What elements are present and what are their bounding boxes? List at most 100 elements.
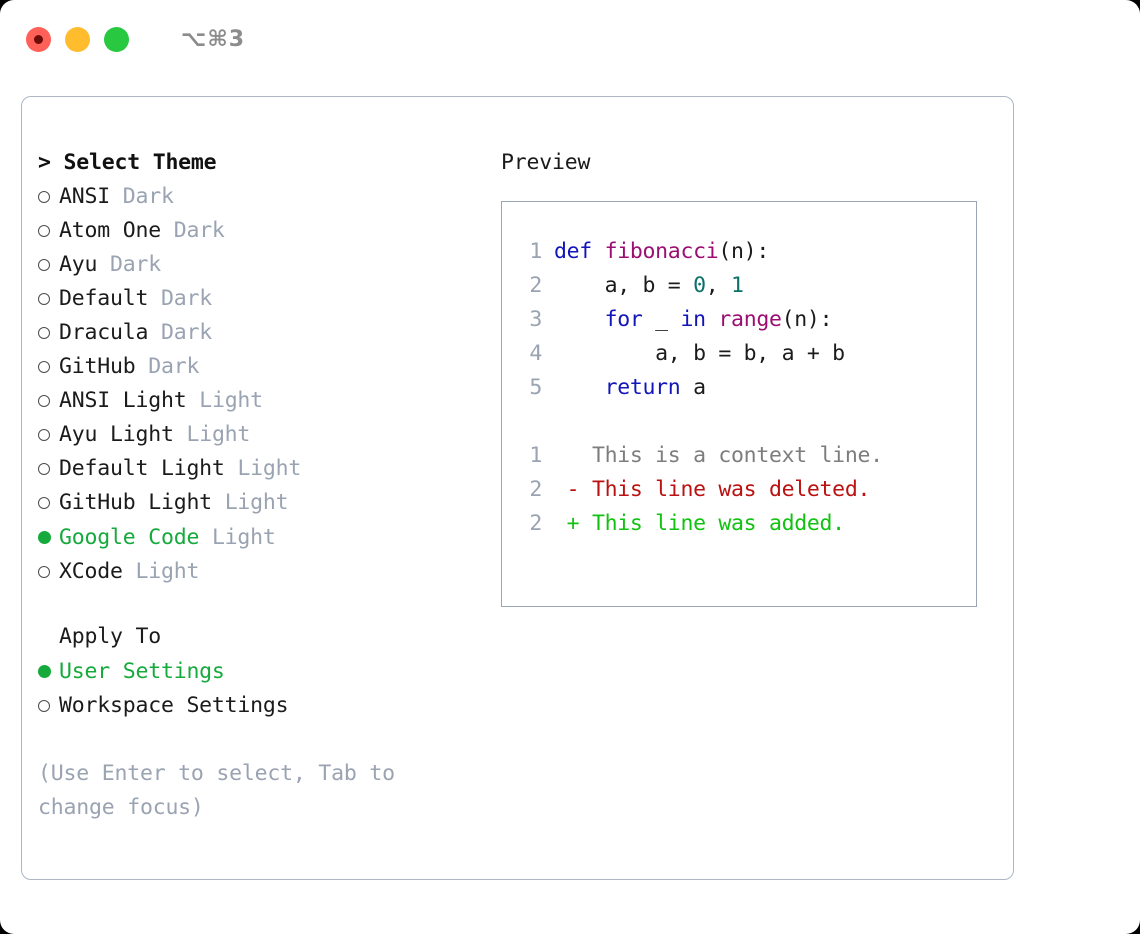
diff-line-text: This line was deleted.	[579, 477, 871, 502]
code-line-content: a, b = 0, 1	[554, 269, 744, 303]
label-spacer	[97, 248, 110, 282]
code-line: 4 a, b = b, a + b	[520, 337, 976, 371]
theme-variant-label: Dark	[109, 252, 161, 277]
code-line-content: return a	[554, 371, 706, 405]
apply-to-option-label: Workspace Settings	[59, 693, 289, 718]
theme-variant-label: Dark	[122, 184, 174, 209]
keyboard-hint-text: (Use Enter to select, Tab to change focu…	[38, 761, 395, 820]
code-token-kw: for	[604, 307, 643, 332]
code-token-plain	[554, 375, 605, 400]
theme-option-label: Google Code	[59, 525, 200, 550]
code-token-kw: in	[680, 307, 706, 332]
theme-option-ansi-light[interactable]: ANSI Light Light	[38, 384, 484, 418]
label-spacer	[135, 350, 148, 384]
radio-unselected-icon	[38, 384, 59, 407]
theme-option-label: Atom One	[59, 218, 161, 243]
label-spacer	[161, 214, 174, 248]
line-number: 3	[529, 307, 542, 332]
apply-to-header: Apply To	[59, 624, 161, 649]
theme-option-xcode[interactable]: XCode Light	[38, 555, 484, 589]
code-token-fn: range	[718, 307, 782, 332]
code-token-plain: _	[642, 307, 681, 332]
diff-line-content: This is a context line.	[554, 439, 883, 473]
code-line: 3 for _ in range(n):	[520, 303, 976, 337]
code-token-kw: def	[554, 239, 605, 264]
recording-dot-icon	[34, 34, 43, 44]
theme-variant-label: Dark	[148, 354, 200, 379]
theme-option-google-code[interactable]: Google Code Light	[38, 520, 484, 555]
diff-marker: -	[554, 477, 580, 502]
line-number: 5	[529, 375, 542, 400]
diff-line-content: - This line was deleted.	[554, 473, 871, 507]
diff-line-content: + This line was added.	[554, 507, 845, 541]
code-line-content: a, b = b, a + b	[554, 337, 845, 371]
code-diff-spacer	[520, 405, 976, 439]
diff-marker: +	[554, 511, 580, 536]
theme-option-github[interactable]: GitHub Dark	[38, 350, 484, 384]
radio-unselected-icon	[38, 555, 59, 578]
code-token-plain: ,	[705, 273, 732, 298]
code-token-num: 1	[731, 273, 744, 298]
theme-option-default-light[interactable]: Default Light Light	[38, 452, 484, 486]
line-number: 1	[529, 443, 542, 468]
line-number: 2	[529, 477, 542, 502]
radio-unselected-icon	[38, 248, 59, 271]
theme-option-ayu[interactable]: Ayu Dark	[38, 248, 484, 282]
radio-unselected-icon	[38, 486, 59, 509]
code-token-plain: a, b =	[554, 273, 694, 298]
theme-option-atom-one[interactable]: Atom One Dark	[38, 214, 484, 248]
theme-option-ansi[interactable]: ANSI Dark	[38, 180, 484, 214]
theme-option-label: GitHub	[59, 354, 136, 379]
line-number: 2	[529, 511, 542, 536]
theme-variant-label: Dark	[160, 320, 212, 345]
code-line: 5 return a	[520, 371, 976, 405]
label-spacer	[186, 384, 199, 418]
apply-to-option-user-settings[interactable]: User Settings	[38, 654, 484, 689]
diff-line-del: 2 - This line was deleted.	[520, 473, 976, 507]
radio-unselected-icon	[38, 418, 59, 441]
theme-option-github-light[interactable]: GitHub Light Light	[38, 486, 484, 520]
theme-option-label: Ayu Light	[59, 422, 174, 447]
zoom-button[interactable]	[104, 26, 129, 52]
select-theme-header: > Select Theme	[38, 150, 217, 175]
label-spacer	[199, 521, 212, 555]
radio-selected-icon	[38, 520, 59, 544]
radio-unselected-icon	[38, 316, 59, 339]
theme-variant-label: Light	[224, 490, 289, 515]
radio-unselected-icon	[38, 350, 59, 373]
window-controls	[26, 26, 129, 52]
apply-to-option-workspace-settings[interactable]: Workspace Settings	[38, 689, 484, 723]
theme-option-dracula[interactable]: Dracula Dark	[38, 316, 484, 350]
label-spacer	[110, 180, 123, 214]
code-line-content: def fibonacci(n):	[554, 235, 769, 269]
theme-option-ayu-light[interactable]: Ayu Light Light	[38, 418, 484, 452]
code-token-plain: a	[680, 375, 706, 400]
line-number: 2	[529, 273, 542, 298]
line-number: 1	[529, 239, 542, 264]
theme-variant-label: Dark	[173, 218, 225, 243]
diff-line-add: 2 + This line was added.	[520, 507, 976, 541]
close-button[interactable]	[26, 26, 51, 52]
minimize-button[interactable]	[65, 26, 90, 52]
code-line-content: for _ in range(n):	[554, 303, 833, 337]
theme-option-default[interactable]: Default Dark	[38, 282, 484, 316]
label-spacer	[123, 555, 136, 589]
code-line: 1 def fibonacci(n):	[520, 235, 976, 269]
theme-option-label: ANSI	[59, 184, 110, 209]
radio-unselected-icon	[38, 180, 59, 203]
theme-variant-label: Light	[135, 559, 200, 584]
radio-unselected-icon	[38, 689, 59, 712]
theme-variant-label: Light	[199, 388, 263, 413]
code-token-fn: fibonacci	[604, 239, 719, 264]
radio-unselected-icon	[38, 282, 59, 305]
theme-option-label: Dracula	[59, 320, 149, 345]
preview-title: Preview	[501, 150, 591, 175]
code-token-plain: a, b = b, a + b	[554, 341, 845, 366]
